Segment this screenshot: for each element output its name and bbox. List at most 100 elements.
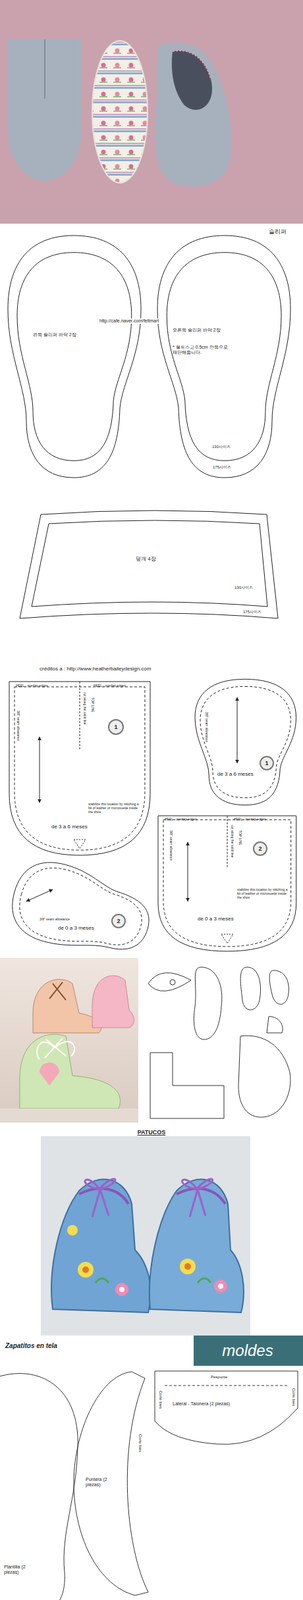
pattern-label: Corte bies — [291, 1389, 296, 1408]
pattern-shape — [172, 50, 211, 80]
pattern-label: HEEL - overlap edges — [15, 685, 49, 689]
pattern-shape — [73, 840, 86, 850]
pattern-shape — [7, 39, 82, 182]
pattern-shape — [77, 1263, 94, 1280]
pattern-shape — [238, 1036, 291, 1119]
pattern-shape — [92, 976, 135, 1029]
pattern-shape — [19, 511, 278, 620]
pattern-label: Corte bies — [158, 1392, 163, 1411]
pattern-shape — [163, 820, 292, 948]
pattern-shape — [269, 971, 289, 1006]
pattern-label: * 올트스고 0.5cm 안쪽으로 재단해줍니다. — [172, 345, 234, 356]
pattern-shape — [0, 959, 139, 1124]
pattern-label: 왼쪽 슬리퍼 바닥 2장 — [32, 332, 80, 338]
felt-photo — [0, 0, 303, 224]
pattern-shape — [0, 1109, 139, 1124]
pattern-label: de 0 a 3 meses — [197, 916, 234, 923]
pattern-shape — [39, 1063, 60, 1087]
heather-patterns — [3, 679, 297, 968]
pattern-shape — [82, 1267, 89, 1275]
pattern-shape — [187, 843, 189, 903]
pattern-shape — [44, 39, 46, 99]
pattern-shape — [179, 1260, 196, 1276]
pattern-label: Puntera (2 piezas) — [85, 1478, 120, 1490]
pattern-label: 130사이즈 — [234, 586, 253, 591]
pattern-shape — [17, 252, 132, 462]
pattern-label: HEEL - overlap edges — [93, 685, 126, 689]
section-heading: moldes — [221, 1343, 273, 1362]
pattern-shape — [0, 1372, 298, 1600]
pattern-shape — [166, 252, 282, 462]
pattern-label: 오른쪽 슬리퍼 바닥 2장 — [172, 328, 226, 334]
pattern-label: http://cafe.naver.com/feltmart — [98, 318, 160, 325]
pattern-shape — [9, 682, 151, 857]
pattern-label: 덮개 4장 — [135, 556, 157, 563]
pattern-shape — [193, 968, 222, 1041]
pattern-shape — [266, 1017, 283, 1035]
pattern-label: 슬리퍼 — [268, 228, 287, 236]
pattern-label: stabilize this location by stitching a b… — [237, 889, 289, 901]
pattern-shape — [260, 757, 274, 771]
pattern-shape — [40, 1137, 251, 1338]
pattern-shape — [0, 1375, 78, 1600]
pattern-label: PATUCOS — [137, 1130, 166, 1137]
pattern-label: 3/8" seam allowance — [204, 712, 209, 744]
pattern-shape — [7, 235, 141, 479]
pattern-label: TOP LINE — [90, 698, 95, 714]
pattern-shape — [0, 0, 303, 224]
pattern-shape — [200, 687, 291, 799]
patucos-photo — [40, 1137, 251, 1338]
moldes-patterns — [0, 1337, 303, 1600]
pattern-label: cut along the solid line — [229, 826, 234, 859]
pattern-label: 3/8" seam allowance — [39, 918, 70, 923]
pattern-shape — [19, 1035, 120, 1110]
pattern-label: Corte bies — [137, 1435, 143, 1454]
pattern-shape — [182, 1180, 213, 1219]
pattern-shape — [36, 1039, 75, 1061]
pattern-shape — [3, 854, 159, 968]
callout-number: 2 — [116, 918, 120, 926]
pattern-shape — [39, 737, 41, 804]
pattern-shape — [148, 974, 192, 993]
pattern-shape — [111, 915, 126, 929]
pattern-shape — [95, 1279, 211, 1285]
pattern-shape — [67, 1226, 78, 1238]
callout-number: 2 — [258, 846, 262, 854]
pattern-shape — [158, 816, 297, 953]
pattern-shape — [150, 1053, 224, 1120]
pattern-label: stabilize this location by stitching a b… — [88, 803, 141, 815]
felt-shoes-photo — [0, 959, 139, 1124]
pattern-shape — [214, 1281, 228, 1295]
pattern-shape — [49, 983, 66, 1002]
slipper-patterns — [7, 235, 291, 620]
pattern-shape — [32, 980, 102, 1035]
pattern-shape — [171, 50, 213, 111]
pattern-label: Plantilla (2 piezas) — [3, 1566, 40, 1577]
pattern-shape — [119, 1288, 125, 1294]
pattern-shape — [164, 1387, 289, 1388]
pattern-label: Lateral - Talonera (2 piezas) — [172, 1403, 230, 1409]
pattern-label: HEEL - overlap edges — [164, 818, 197, 823]
pattern-shape — [154, 42, 232, 188]
pattern-label: 3/8" seam allowance — [168, 831, 173, 862]
pattern-shape — [227, 816, 228, 870]
pattern-label: de 3 a 6 meses — [217, 771, 254, 778]
pattern-shape — [184, 1264, 192, 1272]
pattern-shape — [12, 860, 151, 962]
pattern-label: Pespunte — [210, 1376, 228, 1382]
pattern-shape — [240, 968, 261, 1012]
pattern-shape — [31, 521, 268, 608]
pattern-shape — [253, 843, 267, 857]
pattern-label: 175사이즈 — [242, 610, 263, 616]
pattern-shape — [73, 1373, 149, 1598]
pattern-shape — [51, 1181, 151, 1315]
pattern-label: HEEL - overlap edges — [233, 818, 267, 823]
pattern-label: 3/8" seam allowance — [15, 711, 20, 742]
pattern-shape — [92, 40, 148, 184]
pattern-shape — [84, 1180, 116, 1219]
pattern-label: 130사이즈 — [212, 445, 231, 450]
pattern-shape — [169, 980, 176, 987]
pattern-shape — [26, 890, 53, 903]
pattern-label: TOP LINE — [237, 831, 242, 847]
